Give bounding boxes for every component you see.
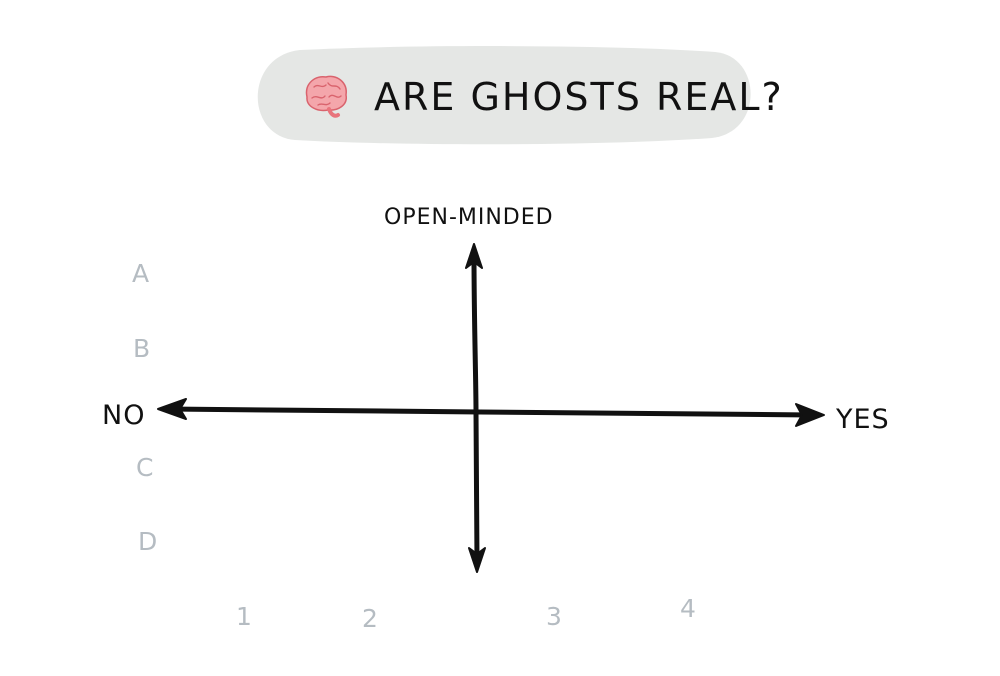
row-label-a: A [132, 259, 149, 288]
vertical-axis [471, 253, 480, 565]
bottom-arrowhead [468, 547, 486, 573]
brain-icon [305, 75, 347, 118]
axis-label-no: NO [102, 400, 145, 431]
column-label-4: 4 [680, 594, 696, 623]
column-label-1: 1 [236, 602, 252, 631]
title-pill-background [257, 46, 751, 145]
axis-label-open-minded: OPEN-MINDED [384, 205, 554, 230]
column-label-2: 2 [362, 604, 378, 633]
column-label-3: 3 [546, 602, 562, 631]
axis-label-yes: YES [835, 404, 890, 435]
right-arrowhead [795, 403, 825, 427]
page-title: ARE GHOSTS REAL? [374, 75, 784, 119]
column-labels: 1 2 3 4 [236, 594, 696, 633]
row-label-c: C [136, 453, 153, 482]
row-label-d: D [138, 527, 157, 556]
horizontal-axis [165, 406, 815, 418]
row-label-b: B [133, 334, 150, 363]
left-arrowhead [157, 398, 187, 420]
top-arrowhead [465, 243, 483, 269]
row-labels: A B C D [132, 259, 157, 556]
title-pill: ARE GHOSTS REAL? [257, 46, 784, 145]
axes [157, 243, 825, 573]
